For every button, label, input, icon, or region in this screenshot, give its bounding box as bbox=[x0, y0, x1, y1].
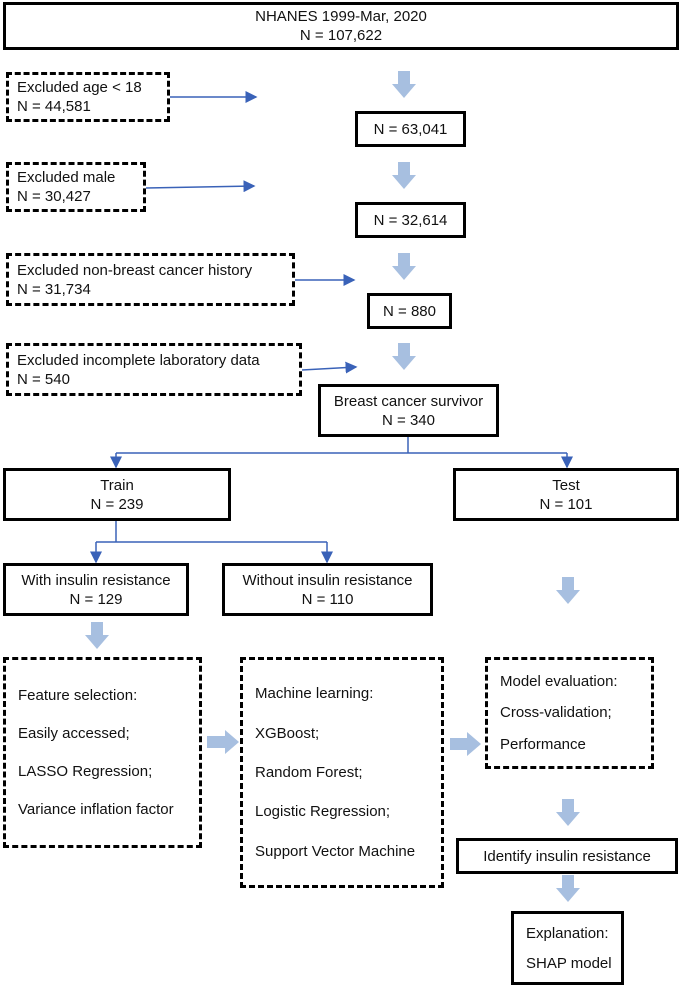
nhanes-title: NHANES 1999-Mar, 2020 bbox=[255, 8, 427, 25]
count-63041: N = 63,041 bbox=[373, 120, 448, 138]
train-count: N = 239 bbox=[90, 495, 144, 513]
without-ir-box: Without insulin resistance N = 110 bbox=[222, 563, 433, 616]
with-ir-label: With insulin resistance bbox=[21, 571, 171, 589]
exclusion-arrow-male bbox=[145, 180, 256, 193]
with-ir-count: N = 129 bbox=[69, 590, 123, 608]
survivor-label: Breast cancer survivor bbox=[333, 392, 484, 410]
nhanes-box: NHANES 1999-Mar, 2020 N = 107,622 bbox=[3, 2, 679, 50]
feature-selection-box: Feature selection: Easily accessed; LASS… bbox=[3, 657, 202, 848]
survivor-box: Breast cancer survivor N = 340 bbox=[318, 384, 499, 437]
count-box-880: N = 880 bbox=[367, 293, 452, 329]
exclusion-male-count: N = 30,427 bbox=[17, 188, 91, 205]
count-box-63041: N = 63,041 bbox=[355, 111, 466, 147]
ml-title: Machine learning: bbox=[255, 685, 374, 703]
identify-ir-label: Identify insulin resistance bbox=[483, 847, 651, 865]
exclusion-lab-label: Excluded incomplete laboratory data bbox=[17, 351, 260, 369]
block-arrow-down-eval bbox=[556, 799, 580, 826]
exclusion-age-count: N = 44,581 bbox=[17, 98, 91, 115]
model-evaluation-box: Model evaluation: Cross-validation; Perf… bbox=[485, 657, 654, 769]
ml-item-xgboost: XGBoost; bbox=[255, 724, 320, 742]
block-arrow-right-feature bbox=[207, 730, 239, 754]
exclusion-cancer-count: N = 31,734 bbox=[17, 280, 91, 298]
exclusion-lab-box: Excluded incomplete laboratory data N = … bbox=[6, 343, 302, 396]
explanation-shap: SHAP model bbox=[526, 954, 612, 972]
feature-item-easily-accessed: Easily accessed; bbox=[18, 724, 130, 742]
feature-selection-title: Feature selection: bbox=[18, 686, 138, 704]
test-box: Test N = 101 bbox=[453, 468, 679, 521]
exclusion-lab-count: N = 540 bbox=[17, 370, 70, 388]
eval-item-performance: Performance bbox=[500, 735, 586, 753]
ml-item-logistic-regression: Logistic Regression; bbox=[255, 803, 391, 821]
block-arrow-down-test bbox=[556, 577, 580, 604]
test-count: N = 101 bbox=[539, 495, 593, 513]
exclusion-male-box: Excluded male N = 30,427 bbox=[6, 162, 146, 212]
train-box: Train N = 239 bbox=[3, 468, 231, 521]
exclusion-arrow-lab bbox=[301, 361, 358, 374]
eval-item-cross-validation: Cross-validation; bbox=[500, 704, 612, 722]
explanation-box: Explanation: SHAP model bbox=[511, 911, 624, 985]
block-arrow-down-identify bbox=[556, 875, 580, 902]
ml-item-random-forest: Random Forest; bbox=[255, 763, 363, 781]
ml-item-svm: Support Vector Machine bbox=[255, 842, 416, 860]
nhanes-count: N = 107,622 bbox=[299, 27, 383, 44]
feature-item-lasso: LASSO Regression; bbox=[18, 763, 153, 781]
exclusion-age-label: Excluded age < 18 bbox=[17, 79, 142, 96]
eval-title: Model evaluation: bbox=[500, 673, 618, 691]
count-880: N = 880 bbox=[383, 302, 436, 320]
survivor-count: N = 340 bbox=[382, 411, 435, 429]
without-ir-count: N = 110 bbox=[301, 590, 354, 608]
block-arrow-down-1 bbox=[392, 71, 416, 98]
machine-learning-box: Machine learning: XGBoost; Random Forest… bbox=[240, 657, 444, 888]
block-arrow-right-ml bbox=[450, 732, 481, 756]
block-arrow-down-4 bbox=[392, 343, 416, 370]
block-arrow-down-3 bbox=[392, 253, 416, 280]
feature-item-vif: Variance inflation factor bbox=[18, 801, 174, 819]
block-arrow-down-with bbox=[85, 622, 109, 649]
exclusion-male-label: Excluded male bbox=[17, 169, 116, 186]
block-arrow-down-2 bbox=[392, 162, 416, 189]
explanation-title: Explanation: bbox=[526, 924, 609, 942]
exclusion-cancer-box: Excluded non-breast cancer history N = 3… bbox=[6, 253, 295, 306]
exclusion-cancer-label: Excluded non-breast cancer history bbox=[17, 261, 253, 279]
without-ir-label: Without insulin resistance bbox=[242, 571, 413, 589]
with-ir-box: With insulin resistance N = 129 bbox=[3, 563, 189, 616]
test-label: Test bbox=[552, 476, 580, 494]
train-label: Train bbox=[100, 476, 134, 494]
count-box-32614: N = 32,614 bbox=[355, 202, 466, 238]
identify-ir-box: Identify insulin resistance bbox=[456, 838, 678, 874]
exclusion-age-box: Excluded age < 18 N = 44,581 bbox=[6, 72, 170, 122]
count-32614: N = 32,614 bbox=[373, 211, 448, 229]
